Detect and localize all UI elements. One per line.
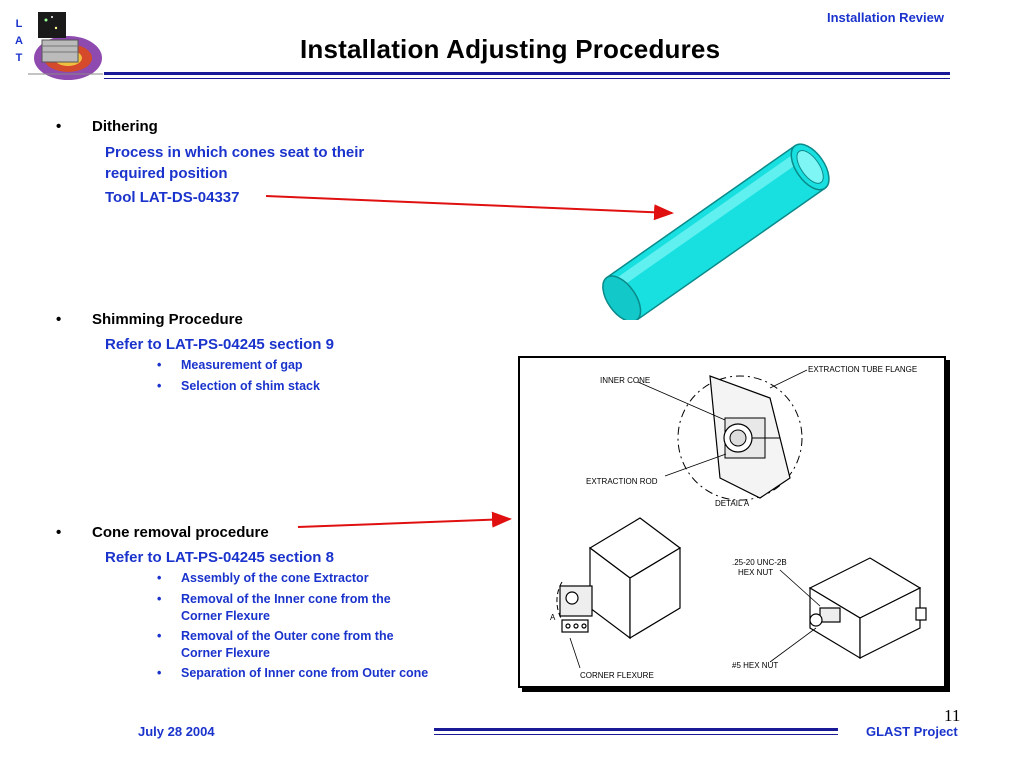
list-item-label: Removal of the Inner cone from the: [181, 592, 391, 606]
list-item-label: Corner Flexure: [181, 609, 270, 623]
extraction-tube-image: [602, 143, 830, 320]
logo-letter-t: T: [15, 52, 23, 64]
footer-rule: [434, 728, 838, 731]
list-item-label: Removal of the Outer cone from the: [181, 629, 394, 643]
page-number: 11: [944, 706, 961, 725]
label-hex-nut-25: .25-20 UNC-2B: [732, 558, 787, 567]
bullet-dot: •: [157, 379, 162, 393]
label-extraction-rod: EXTRACTION ROD: [586, 477, 658, 486]
bullet-dot: •: [56, 524, 62, 541]
list-item-label: Corner Flexure: [181, 646, 270, 660]
bullet-dot: •: [157, 358, 162, 372]
list-item: • Measurement of gap: [157, 357, 303, 374]
bullet-heading: Shimming Procedure: [92, 311, 243, 328]
list-item-label: Measurement of gap: [181, 358, 303, 372]
sub-line: Process in which cones seat to their: [105, 144, 365, 161]
label-detail-a: DETAIL A: [715, 499, 750, 508]
bullet-dot: •: [157, 592, 162, 606]
bullet-heading: Cone removal procedure: [92, 524, 269, 541]
list-item: • Separation of Inner cone from Outer co…: [157, 665, 429, 682]
footer-rule-thin: [434, 734, 838, 735]
footer-project: GLAST Project: [866, 724, 958, 739]
logo-letter-a: A: [15, 35, 23, 47]
bullet-dot: •: [157, 571, 162, 585]
list-item-label: Selection of shim stack: [181, 379, 320, 393]
bullet-cone-removal: • Cone removal procedure: [56, 524, 269, 541]
list-item: • Assembly of the cone Extractor: [157, 570, 369, 587]
label-corner-flexure: CORNER FLEXURE: [580, 671, 654, 680]
bullet-dot: •: [157, 629, 162, 643]
page-title: Installation Adjusting Procedures: [300, 34, 721, 64]
label-hex-nut-5: #5 HEX NUT: [732, 661, 778, 670]
bullet-dot: •: [56, 311, 62, 328]
label-inner-cone: INNER CONE: [600, 376, 650, 385]
shimming-reference: Refer to LAT-PS-04245 section 9: [105, 336, 334, 353]
bullet-shimming: • Shimming Procedure: [56, 311, 243, 328]
bullet-heading: Dithering: [92, 118, 158, 135]
label-hex-nut-25b: HEX NUT: [738, 568, 773, 577]
logo-letters: L A T: [14, 16, 24, 67]
list-item-label: Assembly of the cone Extractor: [181, 571, 369, 585]
list-item: • Removal of the Inner cone from the Cor…: [157, 591, 391, 625]
list-item: • Removal of the Outer cone from the Cor…: [157, 628, 394, 662]
header-rule: [104, 72, 950, 75]
arrow-to-drawing: [297, 511, 512, 528]
dithering-description: Process in which cones seat to their req…: [105, 142, 364, 208]
footer-date: July 28 2004: [138, 724, 215, 739]
sub-line: Tool LAT-DS-04337: [105, 189, 240, 206]
bullet-dithering: • Dithering: [56, 118, 158, 135]
logo-letter-l: L: [15, 18, 23, 30]
cone-removal-reference: Refer to LAT-PS-04245 section 8: [105, 549, 334, 566]
label-extraction-tube-flange: EXTRACTION TUBE FLANGE: [808, 365, 917, 374]
header-rule-thin: [104, 78, 950, 79]
bullet-dot: •: [157, 666, 162, 680]
section-label: Installation Review: [826, 10, 944, 25]
lat-logo: [8, 8, 108, 86]
sub-line: required position: [105, 165, 228, 182]
list-item-label: Separation of Inner cone from Outer cone: [181, 666, 429, 680]
list-item: • Selection of shim stack: [157, 378, 320, 395]
technical-drawing: INNER CONE EXTRACTION TUBE FLANGE EXTRAC…: [518, 356, 946, 688]
label-a-marker: A: [550, 613, 556, 622]
bullet-dot: •: [56, 118, 62, 135]
